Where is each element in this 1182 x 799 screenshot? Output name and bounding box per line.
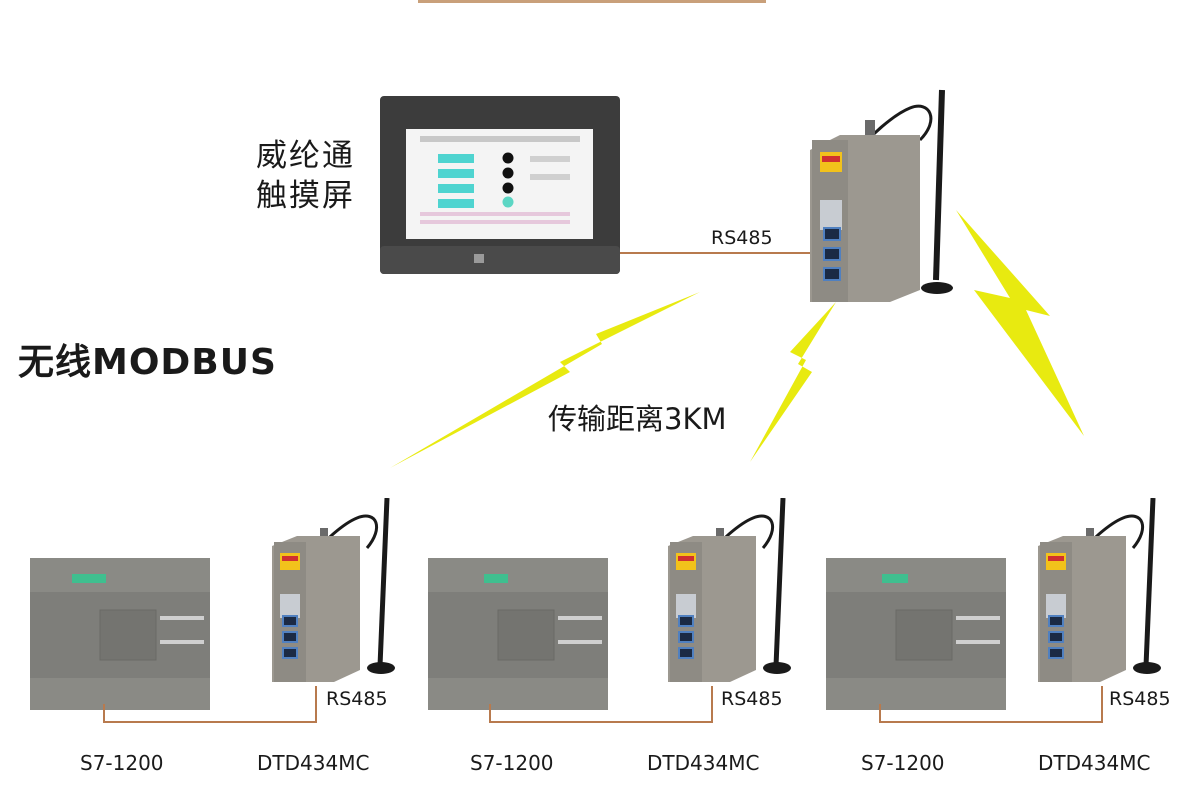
- rs485-wire-1: [103, 686, 317, 723]
- rs485-label-3: RS485: [1109, 688, 1171, 710]
- radio-dtd434mc-3: [1038, 498, 1161, 682]
- lightning-bolt-right: [956, 210, 1084, 436]
- master-radio-device: [810, 89, 953, 302]
- hmi-label-line1: 威纶通: [256, 138, 355, 174]
- radio-dtd434mc-1: [272, 498, 395, 682]
- plc-s7-1200-3: [826, 558, 1006, 710]
- hmi-touchscreen: [380, 96, 620, 274]
- diagram-title: 无线MODBUS: [18, 342, 277, 383]
- plc-s7-1200-2: [428, 558, 608, 710]
- distance-label: 传输距离3KM: [548, 402, 727, 436]
- rs485-wire-3: [879, 686, 1103, 723]
- rs485-wire-2: [489, 686, 713, 723]
- top-divider: [418, 0, 766, 3]
- hmi-label: 威纶通 触摸屏: [256, 136, 355, 216]
- rs485-label-master: RS485: [711, 227, 773, 249]
- rs485-label-1: RS485: [326, 688, 388, 710]
- lightning-bolt-left: [390, 292, 700, 468]
- plc-label-3: S7-1200: [861, 751, 945, 775]
- radio-label-1: DTD434MC: [257, 751, 370, 775]
- rs485-wire-master: [620, 252, 815, 254]
- radio-label-3: DTD434MC: [1038, 751, 1151, 775]
- radio-dtd434mc-2: [668, 498, 791, 682]
- plc-label-2: S7-1200: [470, 751, 554, 775]
- lightning-bolt-center: [750, 302, 836, 462]
- plc-label-1: S7-1200: [80, 751, 164, 775]
- plc-s7-1200-1: [30, 558, 210, 710]
- rs485-label-2: RS485: [721, 688, 783, 710]
- hmi-label-line2: 触摸屏: [256, 178, 355, 214]
- radio-label-2: DTD434MC: [647, 751, 760, 775]
